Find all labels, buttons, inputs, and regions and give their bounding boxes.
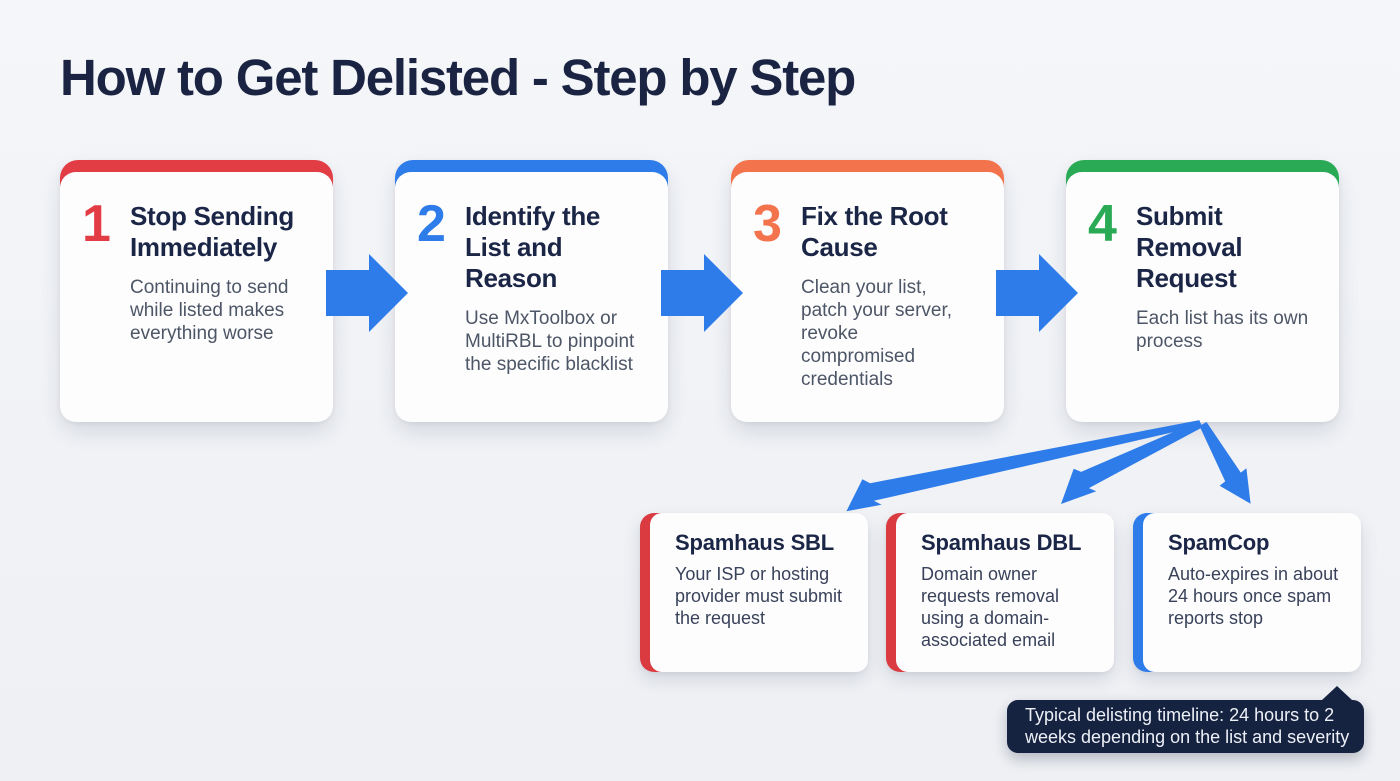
step-2-number: 2 [417, 195, 446, 253]
blacklist-1-body: Spamhaus SBL Your ISP or hosting provide… [650, 513, 868, 672]
tooltip-text: Typical delisting timeline: 24 hours to … [1025, 705, 1350, 747]
tooltip-pointer-icon [1322, 686, 1352, 700]
step-card-4: 4 Submit Removal Request Each list has i… [1066, 160, 1339, 422]
blacklist-3-title: SpamCop [1168, 530, 1270, 555]
blacklist-1-description: Your ISP or hosting provider must submit… [675, 564, 843, 628]
step-3-body: 3 Fix the Root Cause Clean your list, pa… [731, 172, 1004, 422]
step-3-title: Fix the Root Cause [801, 201, 948, 262]
blacklist-3-description: Auto-expires in about 24 hours once spam… [1168, 564, 1339, 628]
step-1-description: Continuing to send while listed makes ev… [130, 277, 289, 344]
step-2-title: Identify the List and Reason [465, 201, 601, 293]
blacklist-2-title: Spamhaus DBL [921, 530, 1082, 555]
blacklist-card-spamcop: SpamCop Auto-expires in about 24 hours o… [1133, 513, 1361, 672]
step-card-2: 2 Identify the List and Reason Use MxToo… [395, 160, 668, 422]
step-3-description: Clean your list, patch your server, revo… [801, 277, 953, 390]
blacklist-card-spamhaus-dbl: Spamhaus DBL Domain owner requests remov… [886, 513, 1114, 672]
step-4-title: Submit Removal Request [1136, 201, 1243, 293]
step-1-number: 1 [82, 195, 111, 253]
page-title: How to Get Delisted - Step by Step [60, 49, 856, 106]
arrow-fan-icon-to-spamhaus-dbl [1061, 420, 1203, 504]
step-2-description: Use MxToolbox or MultiRBL to pinpoint th… [465, 308, 635, 375]
step-card-3: 3 Fix the Root Cause Clean your list, pa… [731, 160, 1004, 422]
blacklist-3-body: SpamCop Auto-expires in about 24 hours o… [1143, 513, 1361, 672]
blacklist-card-spamhaus-sbl: Spamhaus SBL Your ISP or hosting provide… [640, 513, 868, 672]
blacklist-2-body: Spamhaus DBL Domain owner requests remov… [896, 513, 1114, 672]
timeline-tooltip: Typical delisting timeline: 24 hours to … [1007, 686, 1364, 753]
step-1-body: 1 Stop Sending Immediately Continuing to… [60, 172, 333, 422]
blacklist-1-title: Spamhaus SBL [675, 530, 834, 555]
blacklist-2-description: Domain owner requests removal using a do… [921, 564, 1060, 650]
step-2-body: 2 Identify the List and Reason Use MxToo… [395, 172, 668, 422]
step-card-1: 1 Stop Sending Immediately Continuing to… [60, 160, 333, 422]
arrow-fan-icon-to-spamcop [1199, 422, 1251, 504]
step-4-number: 4 [1088, 195, 1117, 253]
step-1-title: Stop Sending Immediately [130, 201, 294, 262]
step-4-body: 4 Submit Removal Request Each list has i… [1066, 172, 1339, 422]
step-4-description: Each list has its own process [1136, 308, 1309, 352]
arrow-fan-icon-to-spamhaus-sbl [846, 420, 1201, 512]
step-3-number: 3 [753, 195, 782, 253]
